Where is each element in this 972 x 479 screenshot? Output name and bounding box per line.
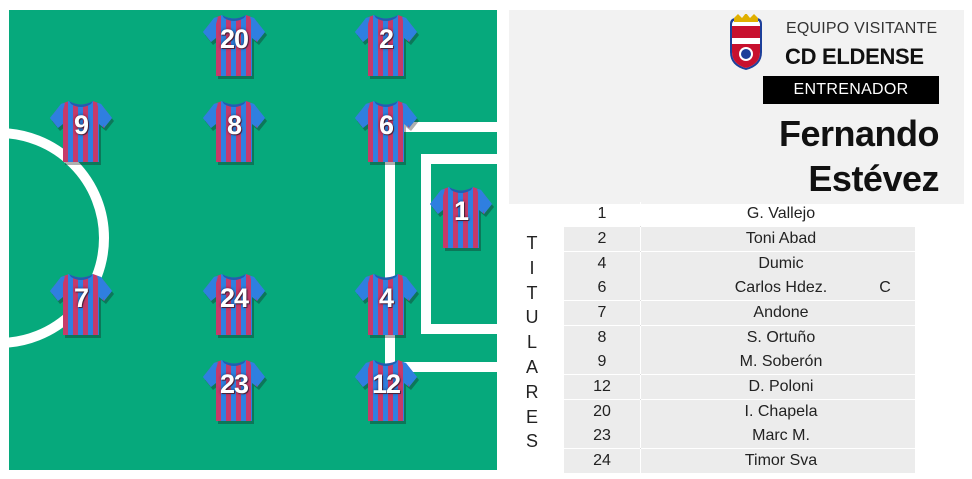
penalty-area-line [385, 122, 497, 372]
team-name: CD ELDENSE [785, 44, 924, 69]
starters-vertical-label: T I T U L A R E S [522, 231, 542, 454]
lineup-row: 6 Carlos Hdez. C [564, 276, 915, 300]
coach-last-name: Estévez [808, 158, 939, 199]
row-player-name: Timor Sva [744, 452, 818, 469]
vertical-letter: L [526, 332, 537, 353]
club-crest-icon [726, 13, 766, 72]
shirt-number: 1 [453, 196, 469, 226]
shirt-number: 7 [73, 283, 89, 313]
row-player-name: Carlos Hdez. [734, 279, 828, 296]
player-shirt-goalkeeper: 1 [428, 185, 494, 251]
player-shirt: 2 [353, 13, 419, 79]
row-number: 1 [597, 205, 607, 222]
row-player-name: M. Soberón [739, 353, 823, 370]
player-shirt: 4 [353, 272, 419, 338]
vertical-letter: T [526, 282, 538, 303]
shirt-number: 9 [73, 110, 89, 140]
row-captain-mark: C [879, 279, 891, 296]
row-player-name: Dumic [758, 255, 804, 272]
shirt-number: 4 [378, 283, 394, 313]
row-number: 23 [593, 427, 611, 444]
row-number: 8 [597, 329, 607, 346]
coach-label: ENTRENADOR [763, 76, 939, 104]
player-shirt: 12 [353, 358, 419, 424]
shirt-number: 24 [219, 283, 249, 313]
player-shirt: 23 [201, 358, 267, 424]
vertical-letter: T [526, 233, 538, 253]
lineup-row: 23 Marc M. [564, 424, 915, 448]
lineup-row: 9 M. Soberón [564, 350, 915, 374]
shirt-number: 23 [219, 369, 249, 399]
row-number: 24 [593, 452, 611, 469]
row-player-name: G. Vallejo [746, 205, 816, 222]
row-player-name: Andone [753, 304, 809, 321]
row-number: 9 [597, 353, 607, 370]
player-shirt: 20 [201, 13, 267, 79]
team-role-label: EQUIPO VISITANTE [786, 20, 938, 37]
shirt-number: 8 [226, 110, 242, 140]
row-number: 7 [597, 304, 607, 321]
vertical-letter: U [525, 307, 539, 328]
lineup-row: 20 I. Chapela [564, 400, 915, 424]
shirt-number: 6 [378, 110, 394, 140]
coach-first-name: Fernando [778, 113, 940, 154]
shirt-number: 20 [219, 24, 249, 54]
row-player-name: I. Chapela [744, 403, 818, 420]
vertical-letter: I [529, 257, 535, 278]
goal-area-line [421, 154, 497, 334]
lineup-row: 2 Toni Abad [564, 227, 915, 251]
player-shirt: 6 [353, 99, 419, 165]
vertical-letter: E [525, 406, 538, 427]
lineup-row: 24 Timor Sva [564, 449, 915, 473]
football-pitch: 20 2 9 8 6 1 7 24 4 23 12 [9, 10, 497, 470]
vertical-letter: S [525, 431, 538, 452]
row-number: 2 [597, 230, 607, 247]
row-player-name: S. Ortuño [746, 329, 816, 346]
lineup-row: 8 S. Ortuño [564, 326, 915, 350]
lineup-row: 4 Dumic [564, 252, 915, 276]
row-player-name: Marc M. [752, 427, 810, 444]
lineup-row: 1 G. Vallejo [564, 202, 915, 226]
row-player-name: D. Poloni [748, 378, 814, 395]
shirt-number: 12 [371, 369, 401, 399]
shirt-number: 2 [378, 24, 394, 54]
row-number: 20 [593, 403, 611, 420]
vertical-letter: R [525, 381, 539, 402]
row-number: 4 [597, 255, 607, 272]
player-shirt: 24 [201, 272, 267, 338]
player-shirt: 8 [201, 99, 267, 165]
lineup-row: 7 Andone [564, 301, 915, 325]
vertical-letter: A [525, 356, 538, 377]
player-shirt: 9 [48, 99, 114, 165]
row-player-name: Toni Abad [745, 230, 817, 247]
player-shirt: 7 [48, 272, 114, 338]
lineup-row: 12 D. Poloni [564, 375, 915, 399]
row-number: 6 [597, 279, 607, 296]
row-number: 12 [593, 378, 611, 395]
